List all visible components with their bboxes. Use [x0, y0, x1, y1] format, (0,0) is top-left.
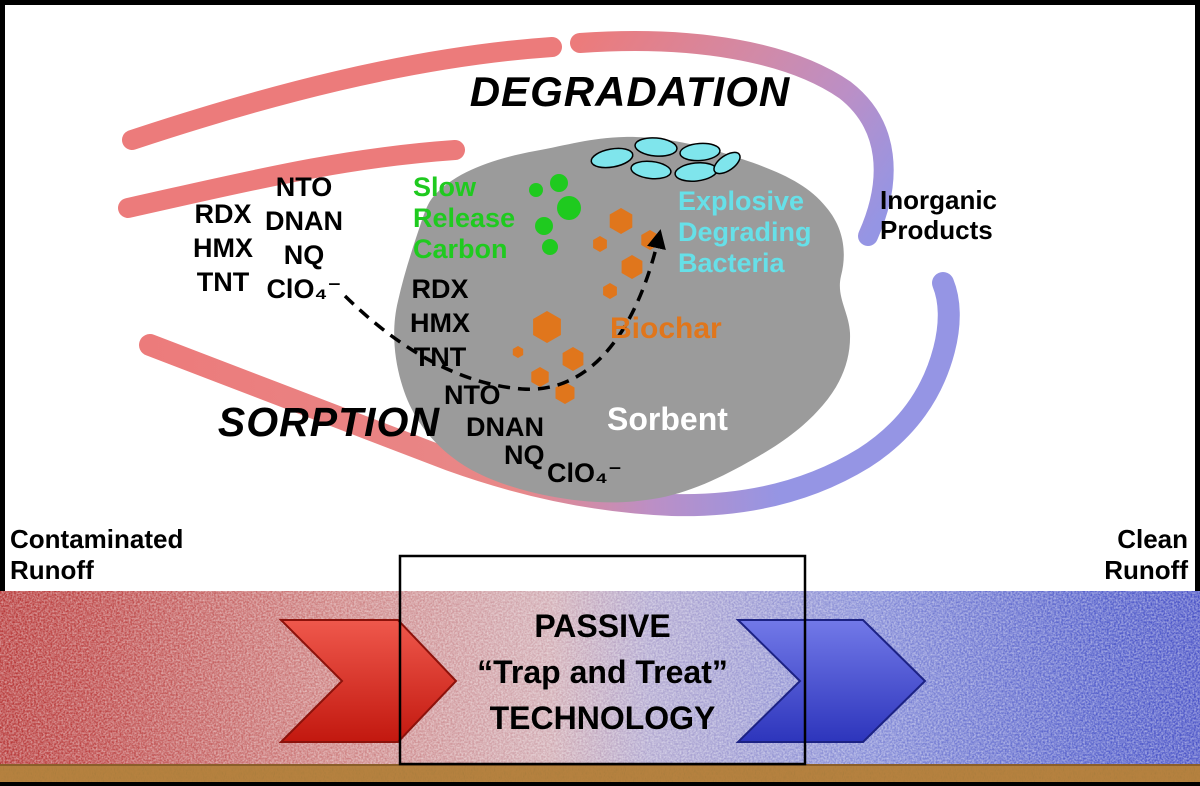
biochar-hexagon: [555, 382, 575, 404]
carbon-dots: [529, 174, 581, 255]
biochar-hexagon: [621, 255, 643, 279]
bacteria-cell: [630, 160, 672, 180]
bacteria-label-line: Degrading: [678, 217, 812, 247]
influent-stream-top: [122, 37, 562, 150]
inorganic-products-line: Products: [880, 215, 993, 245]
contaminant-rdx: RDX: [194, 199, 252, 229]
biochar-hexagon: [512, 346, 524, 358]
biochar-hexagon: [531, 367, 549, 387]
contaminated-flow-arrow: [278, 619, 458, 743]
clean-flow-arrow: [735, 619, 927, 743]
inorganic-products-line: Inorganic: [880, 185, 998, 215]
bacteria-cell: [590, 147, 634, 169]
clean-runoff-label: Clean Runoff: [1104, 524, 1188, 586]
biochar-hexagon: [603, 283, 617, 299]
degradation-label: DEGRADATION: [469, 68, 791, 115]
trapped-clo4: ClO₄⁻: [547, 458, 623, 488]
slow-release-carbon-label: Slow Release Carbon: [413, 172, 515, 265]
trapped-rdx: RDX: [411, 274, 469, 304]
trapped-nto: NTO: [444, 380, 501, 410]
trapped-contaminants-nitro: RDX HMX TNT: [394, 272, 486, 374]
ground-texture: [0, 764, 1200, 782]
biochar-hexagon: [593, 236, 607, 252]
bacteria-cells: [590, 137, 741, 182]
technology-box: [398, 554, 807, 766]
contaminant-dnan: DNAN: [265, 206, 343, 236]
contaminant-nto: NTO: [275, 172, 333, 202]
bacteria-cell: [634, 137, 678, 157]
biochar-label: Biochar: [610, 312, 722, 345]
trapped-tnt: TNT: [413, 342, 467, 372]
biochar-hexagon: [533, 311, 561, 343]
slow-release-carbon-line: Carbon: [413, 234, 508, 264]
sorption-to-degradation-arrow: [343, 229, 666, 391]
contaminated-runoff-label: Contaminated Runoff: [10, 524, 183, 586]
influent-contaminants-nitro: RDX HMX TNT: [180, 197, 266, 299]
clean-runoff-line: Runoff: [1104, 555, 1188, 585]
sorbent-blob: [394, 136, 851, 503]
clean-runoff-line: Clean: [1117, 524, 1188, 554]
contaminant-tnt: TNT: [196, 267, 250, 297]
effluent-stream-top: [570, 31, 894, 246]
trapped-nq: NQ: [504, 440, 545, 470]
contaminant-nq: NQ: [283, 240, 325, 270]
carbon-dot: [542, 239, 558, 255]
carbon-dot: [529, 183, 543, 197]
bacteria-label: Explosive Degrading Bacteria: [678, 186, 812, 279]
technology-line-1: PASSIVE: [534, 608, 671, 644]
bacteria-label-line: Explosive: [678, 186, 805, 216]
runoff-band-speckle: [0, 591, 1200, 764]
influent-contaminants-insensitive: NTO DNAN NQ ClO₄⁻: [254, 170, 354, 306]
contaminant-hmx: HMX: [193, 233, 253, 263]
bacteria-label-line: Bacteria: [678, 248, 785, 278]
carbon-dot: [550, 174, 568, 192]
carbon-dot: [557, 196, 581, 220]
biochar-hexagon: [562, 347, 584, 371]
slow-release-carbon-line: Release: [413, 203, 516, 233]
bacteria-cell: [679, 142, 721, 162]
technology-line-3: TECHNOLOGY: [489, 700, 716, 736]
sorbent-label: Sorbent: [607, 401, 728, 437]
contaminated-runoff-line: Runoff: [10, 555, 94, 585]
sorption-label: SORPTION: [217, 399, 441, 445]
contaminant-clo4: ClO₄⁻: [266, 274, 342, 304]
slow-release-carbon-line: Slow: [413, 172, 477, 202]
carbon-dot: [535, 217, 553, 235]
flow-stream-bottom: [139, 272, 960, 517]
trapped-dnan: DNAN: [466, 412, 544, 442]
trapped-hmx: HMX: [410, 308, 470, 338]
bacteria-cell: [713, 151, 741, 175]
technology-label: PASSIVE “Trap and Treat” TECHNOLOGY: [400, 603, 805, 741]
technology-line-2: “Trap and Treat”: [477, 654, 728, 690]
biochar-hexagon: [609, 208, 633, 234]
influent-stream-middle: [118, 140, 465, 218]
contaminated-runoff-line: Contaminated: [10, 524, 184, 554]
inorganic-products-label: Inorganic Products: [880, 185, 997, 245]
